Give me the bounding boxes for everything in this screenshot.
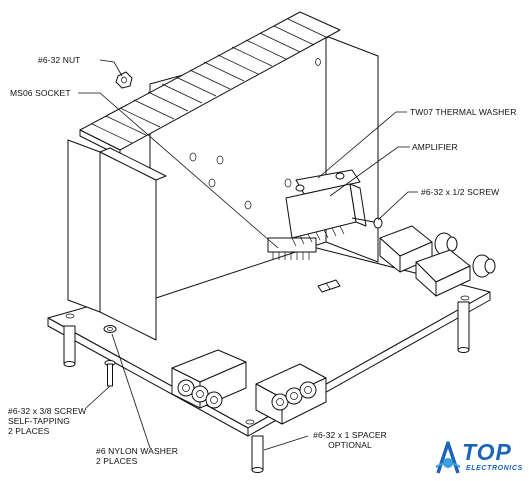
label-nylon-washer-line2: 2 PLACES	[96, 456, 138, 466]
logo-word: TOP	[462, 439, 512, 465]
label-ms06-socket: MS06 SOCKET	[10, 88, 71, 98]
ms06-socket	[267, 237, 317, 260]
label-spacer: #6-32 x 1 SPACER OPTIONAL	[300, 430, 400, 450]
label-screw-38-line3: 2 PLACES	[8, 426, 50, 436]
amplifier-module	[285, 169, 367, 247]
label-amplifier: AMPLIFIER	[412, 142, 458, 152]
board-connector	[317, 279, 341, 293]
top-electronics-logo: TOP ELECTRONICS	[432, 437, 527, 479]
screw-half-inch	[351, 217, 383, 229]
audio-jacks	[171, 349, 327, 425]
label-nylon-washer-line1: #6 NYLON WASHER	[96, 446, 178, 456]
label-thermal-washer: TW07 THERMAL WASHER	[410, 107, 517, 117]
heatsink-fins	[79, 11, 341, 157]
label-screw-38-line2: SELF-TAPPING	[8, 416, 70, 426]
label-nut: #6-32 NUT	[38, 55, 81, 65]
label-screw-38-line1: #6-32 x 3/8 SCREW	[8, 406, 87, 416]
leader-lines	[78, 59, 418, 451]
bnc-connectors	[379, 225, 496, 297]
nylon-washer	[103, 325, 117, 333]
label-spacer-line2: OPTIONAL	[328, 440, 372, 450]
label-screw-38: #6-32 x 3/8 SCREW SELF-TAPPING 2 PLACES	[8, 406, 128, 436]
logo-subtitle: ELECTRONICS	[466, 465, 523, 472]
spacer-legs	[63, 301, 470, 473]
hex-nut	[115, 71, 133, 89]
label-screw-half: #6-32 x 1/2 SCREW	[421, 187, 500, 197]
logo-mark-icon	[435, 441, 461, 474]
self-tapping-screw	[104, 360, 116, 387]
label-nylon-washer: #6 NYLON WASHER 2 PLACES	[96, 446, 206, 466]
label-spacer-line1: #6-32 x 1 SPACER	[313, 430, 387, 440]
heatsink-front-plate	[67, 139, 167, 341]
